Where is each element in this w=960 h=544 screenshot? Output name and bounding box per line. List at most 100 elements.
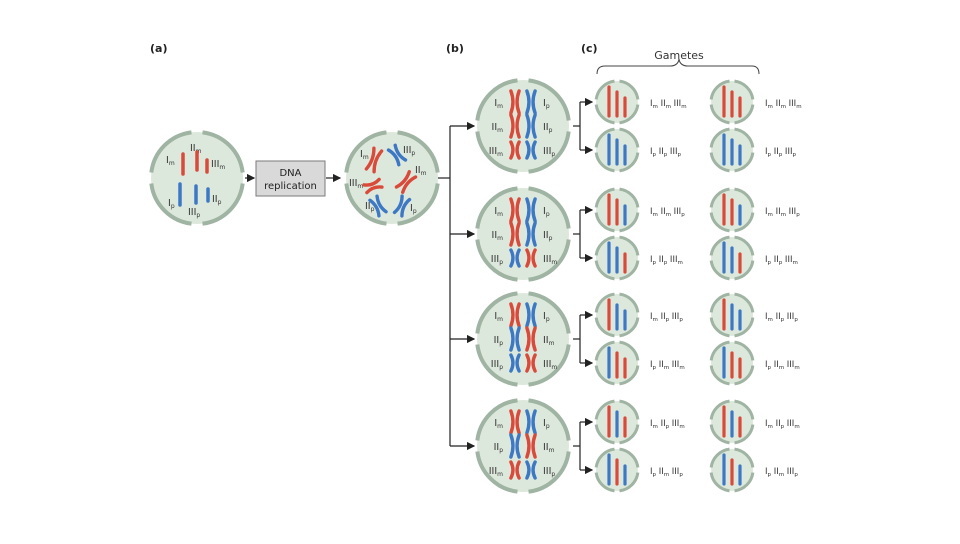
chromatid (515, 460, 521, 480)
gamete-label: Ip IIp IIIp (765, 147, 796, 158)
gamete-cell (709, 399, 755, 445)
cell-membrane (734, 472, 755, 493)
chromosome-label: IIm (415, 165, 427, 177)
cell-membrane (594, 260, 615, 281)
cell-fill (477, 188, 569, 280)
replicated-chromosome (525, 433, 537, 459)
replicated-chromosome (509, 353, 521, 373)
cell-membrane (709, 424, 730, 445)
cell-membrane (734, 127, 755, 148)
cell-membrane (619, 424, 640, 445)
chromatid (509, 409, 515, 435)
chromosome-label: IIm (492, 230, 504, 242)
replicated-chromosome (509, 302, 521, 328)
replicated-chromosome (525, 197, 537, 223)
chromosome-label: Ip (543, 98, 550, 110)
cell-membrane (734, 79, 755, 100)
cell-membrane (475, 78, 518, 121)
chromosome-label: Im (494, 206, 503, 218)
gamete-label: Im IIm IIIp (765, 207, 800, 218)
chromatid (531, 140, 537, 160)
cell-membrane (709, 260, 730, 281)
chromatid (509, 113, 515, 139)
replicated-chromosome (525, 460, 537, 480)
panel-label-a: (a) (150, 42, 167, 55)
chromatid (525, 221, 531, 247)
replicated-chromosome (362, 177, 384, 195)
gamete-cell (709, 292, 755, 338)
chromosome-label: IIp (212, 194, 222, 206)
cell-membrane (734, 104, 755, 125)
cell-membrane (734, 187, 755, 208)
cell-membrane (619, 260, 640, 281)
chromatid (525, 460, 531, 480)
gamete-cell (709, 447, 755, 493)
replicated-chromosome (509, 113, 521, 139)
chromatid (509, 140, 515, 160)
replicated-chromosome (392, 194, 412, 218)
replicated-chromosome (525, 326, 537, 352)
cell-membrane (709, 127, 730, 148)
chromatid (509, 197, 515, 223)
replicated-chromosome (386, 143, 408, 167)
cell-membrane (709, 317, 730, 338)
gamete-cell (709, 127, 755, 173)
cell-membrane (709, 187, 730, 208)
gamete-cell (594, 235, 640, 281)
cell-membrane (734, 340, 755, 361)
cell-membrane (149, 130, 192, 173)
cell-membrane (528, 451, 571, 494)
replicated-chromosome (525, 302, 537, 328)
cell-membrane (709, 235, 730, 256)
cell-membrane (734, 152, 755, 173)
chromatid (368, 198, 381, 218)
cell-membrane (734, 235, 755, 256)
replicated-chromosome (525, 221, 537, 247)
cell-membrane (709, 152, 730, 173)
cell-membrane (619, 104, 640, 125)
cell-membrane (734, 399, 755, 420)
dna-replication-box: DNA replication (255, 160, 326, 197)
cell-membrane (594, 447, 615, 468)
replicated-chromosome (525, 353, 537, 373)
gamete-label: Im IIm IIIm (650, 99, 687, 110)
chromatid (509, 460, 515, 480)
chromosome-label: Ip (543, 418, 550, 430)
cell-membrane (619, 235, 640, 256)
cell-membrane (709, 399, 730, 420)
replicated-chromosome (394, 170, 418, 194)
chromosome-label: IIm (543, 335, 555, 347)
cell-fill (477, 400, 569, 492)
cell-membrane (594, 187, 615, 208)
cell-membrane (619, 152, 640, 173)
cell-membrane (475, 186, 518, 229)
replicated-chromosome (509, 221, 521, 247)
chromosome-label: Im (360, 149, 369, 161)
gamete-label: Im IIp IIIp (765, 312, 798, 323)
chromatid (515, 140, 521, 160)
chromatid (531, 248, 537, 268)
chromatid (515, 113, 521, 139)
chromatid (531, 326, 537, 352)
gamete-label: Im IIm IIIp (650, 207, 685, 218)
replicated-chromosome (525, 113, 537, 139)
cell-membrane (734, 212, 755, 233)
cell-membrane (709, 292, 730, 313)
chromatid (401, 175, 418, 194)
chromatid (525, 433, 531, 459)
replicated-chromosome (364, 146, 384, 174)
chromatid (364, 146, 376, 171)
gametes-title: Gametes (654, 49, 704, 62)
cell-membrane (619, 399, 640, 420)
cell-membrane (528, 186, 571, 229)
cell-membrane (528, 398, 571, 441)
cell-membrane (528, 131, 571, 174)
gamete-cell (709, 79, 755, 125)
cell-membrane (344, 183, 387, 226)
replicated-chromosome (525, 89, 537, 115)
chromatid (531, 433, 537, 459)
cell-membrane (619, 365, 640, 386)
